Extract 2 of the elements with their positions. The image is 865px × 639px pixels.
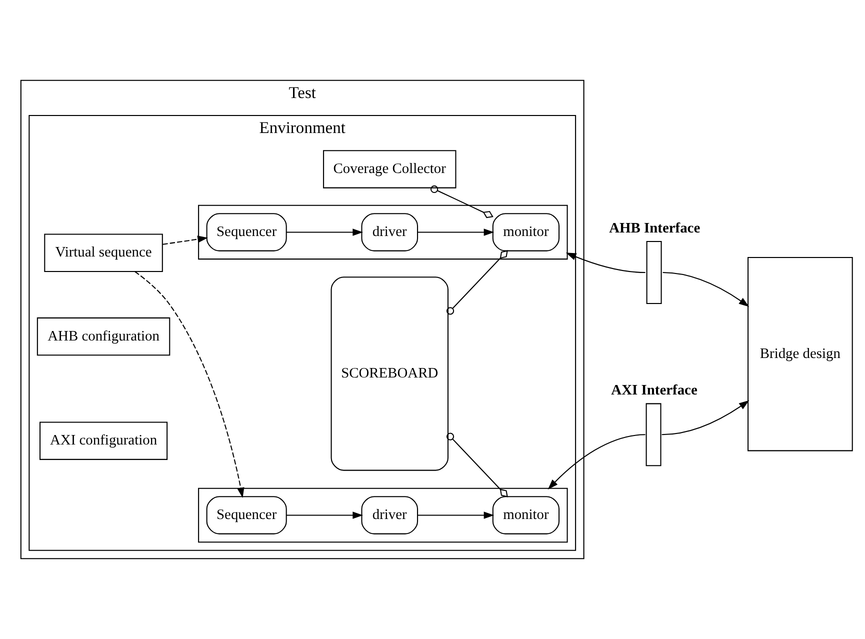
node-label: AHB Interface: [609, 220, 700, 236]
node-label: AXI Interface: [611, 382, 698, 399]
